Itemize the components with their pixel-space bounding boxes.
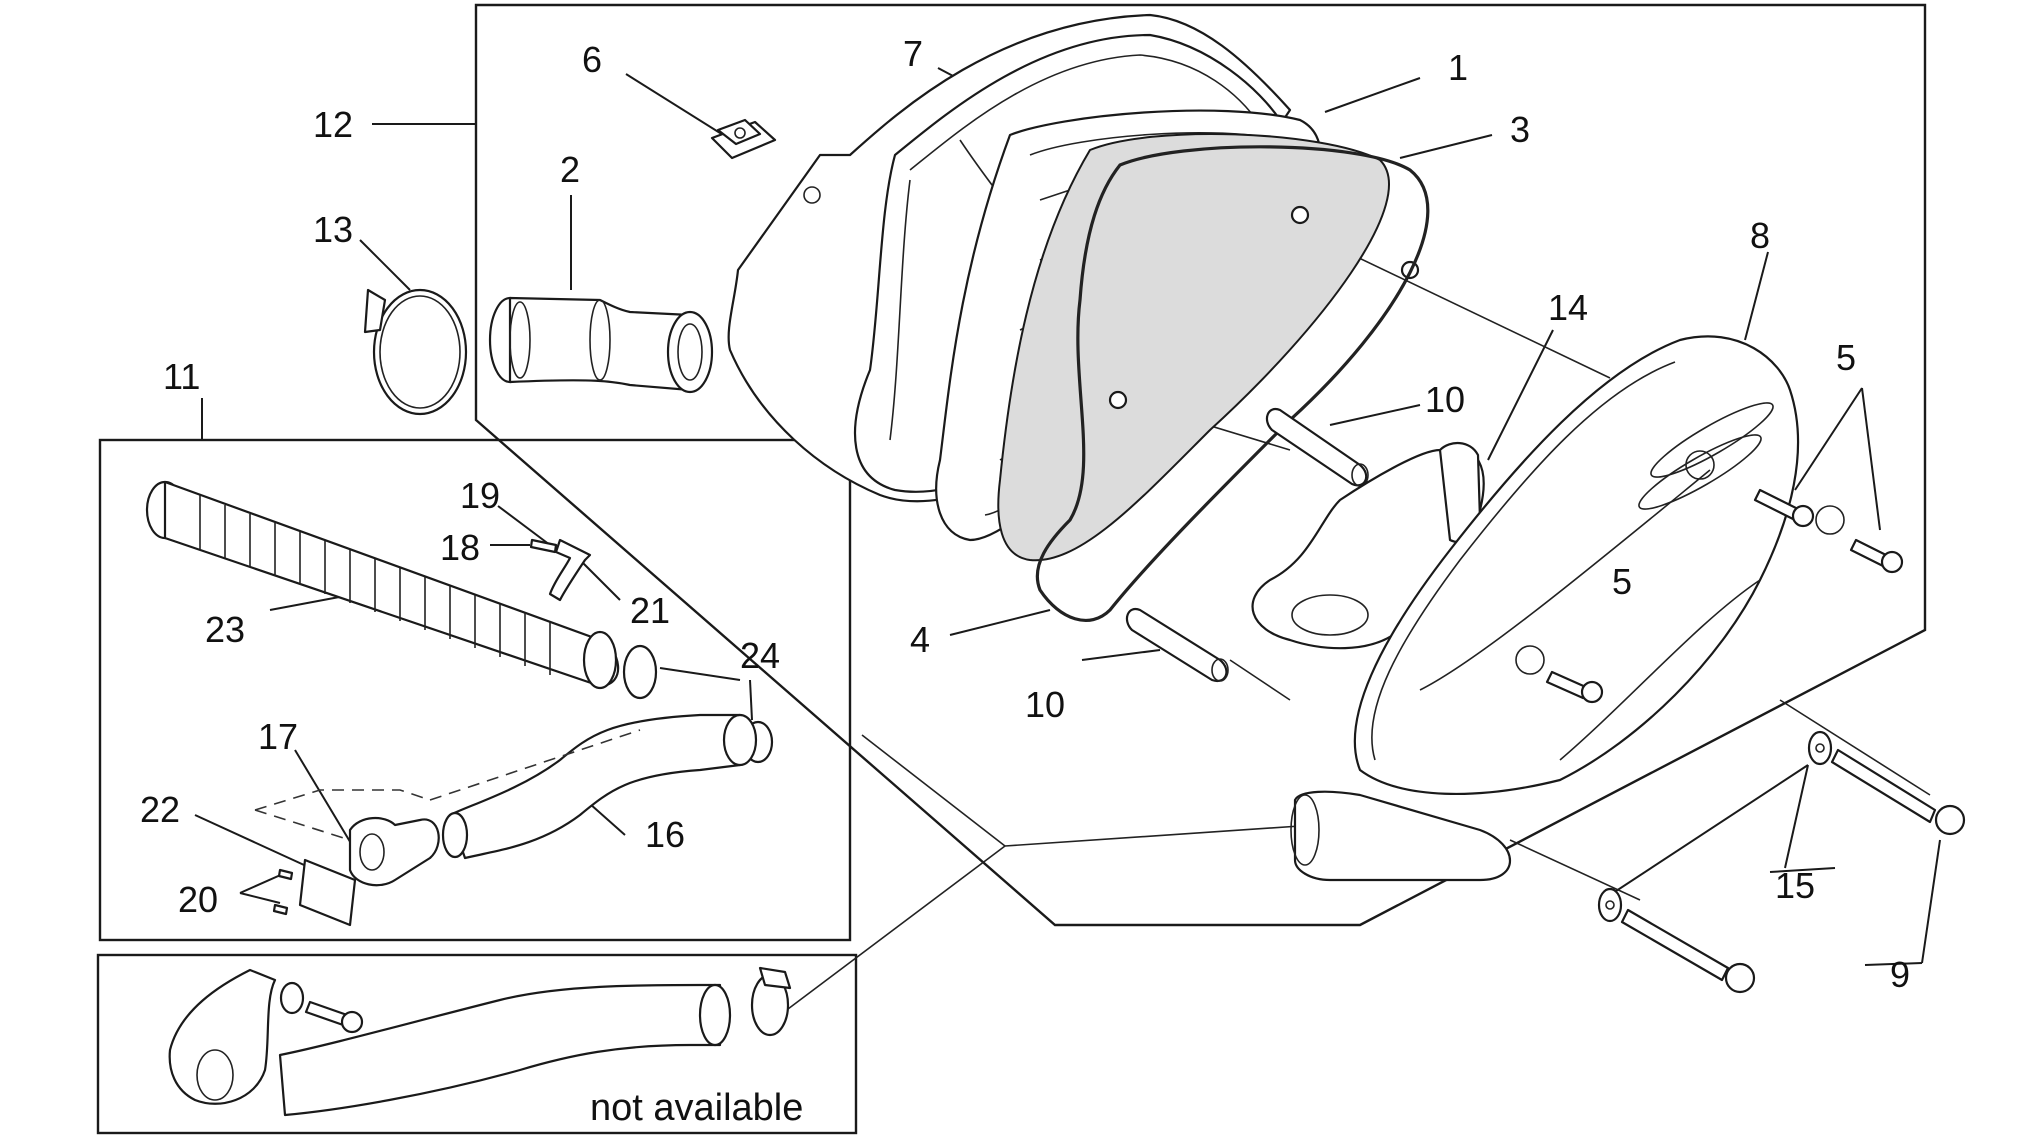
part-5-screw-a — [1753, 488, 1815, 528]
callout-7: 7 — [903, 33, 923, 74]
callout-3: 3 — [1510, 109, 1530, 150]
callout-4: 4 — [910, 619, 930, 660]
callout-18: 18 — [440, 527, 480, 568]
callout-8: 8 — [1750, 215, 1770, 256]
part-13-hose-clamp — [363, 288, 468, 416]
not-available-assembly — [168, 966, 792, 1117]
part-6-clip-nut — [710, 118, 777, 160]
part-10-spacer-lower — [1125, 607, 1229, 683]
part-9-bolt-upper — [1830, 748, 1966, 836]
callout-24: 24 — [740, 635, 780, 676]
part-18-screw — [529, 538, 558, 554]
callout-5-upper: 5 — [1836, 337, 1856, 378]
callout-labels: 1 2 3 4 5 5 6 7 8 9 10 10 11 12 13 14 15… — [140, 33, 1910, 995]
part-3-filter-element — [997, 133, 1420, 562]
callout-12: 12 — [313, 104, 353, 145]
callout-11: 11 — [163, 356, 200, 397]
callout-13: 13 — [313, 209, 353, 250]
callout-23: 23 — [205, 609, 245, 650]
callout-5-lower: 5 — [1612, 561, 1632, 602]
part-16-pipe — [441, 713, 758, 860]
not-available-frame — [96, 953, 858, 1135]
callout-14: 14 — [1548, 287, 1588, 328]
part-4-seal-gasket — [1035, 145, 1430, 622]
callout-22: 22 — [140, 789, 180, 830]
callout-6: 6 — [582, 39, 602, 80]
part-2-intake-duct — [488, 296, 714, 394]
part-21-bracket — [548, 538, 592, 602]
part-17-drain-valve — [348, 817, 440, 887]
callout-19: 19 — [460, 475, 500, 516]
callout-1: 1 — [1448, 47, 1468, 88]
callout-15: 15 — [1775, 865, 1815, 906]
callout-20: 20 — [178, 879, 218, 920]
callout-9: 9 — [1890, 954, 1910, 995]
part-22-plate — [298, 858, 357, 927]
part-5-screw-b — [1849, 538, 1904, 574]
part-23-corrugated-hose — [145, 480, 620, 690]
callout-21: 21 — [630, 590, 670, 631]
group-frame-12 — [474, 3, 1927, 927]
callout-10-lower: 10 — [1025, 684, 1065, 725]
callout-16: 16 — [645, 814, 685, 855]
part-9-bolt-lower — [1620, 908, 1756, 994]
not-available-label: not available — [590, 1087, 803, 1129]
part-5-screw-c — [1545, 670, 1604, 704]
part-15-washer-upper — [1807, 730, 1833, 766]
callout-17: 17 — [258, 716, 298, 757]
part-15-washer-lower — [1597, 887, 1623, 923]
part-8-air-box-cover — [1290, 335, 1845, 882]
part-20-screws — [272, 868, 294, 916]
callout-2: 2 — [560, 149, 580, 190]
callout-10-upper: 10 — [1425, 379, 1465, 420]
group-frame-11 — [98, 438, 852, 942]
